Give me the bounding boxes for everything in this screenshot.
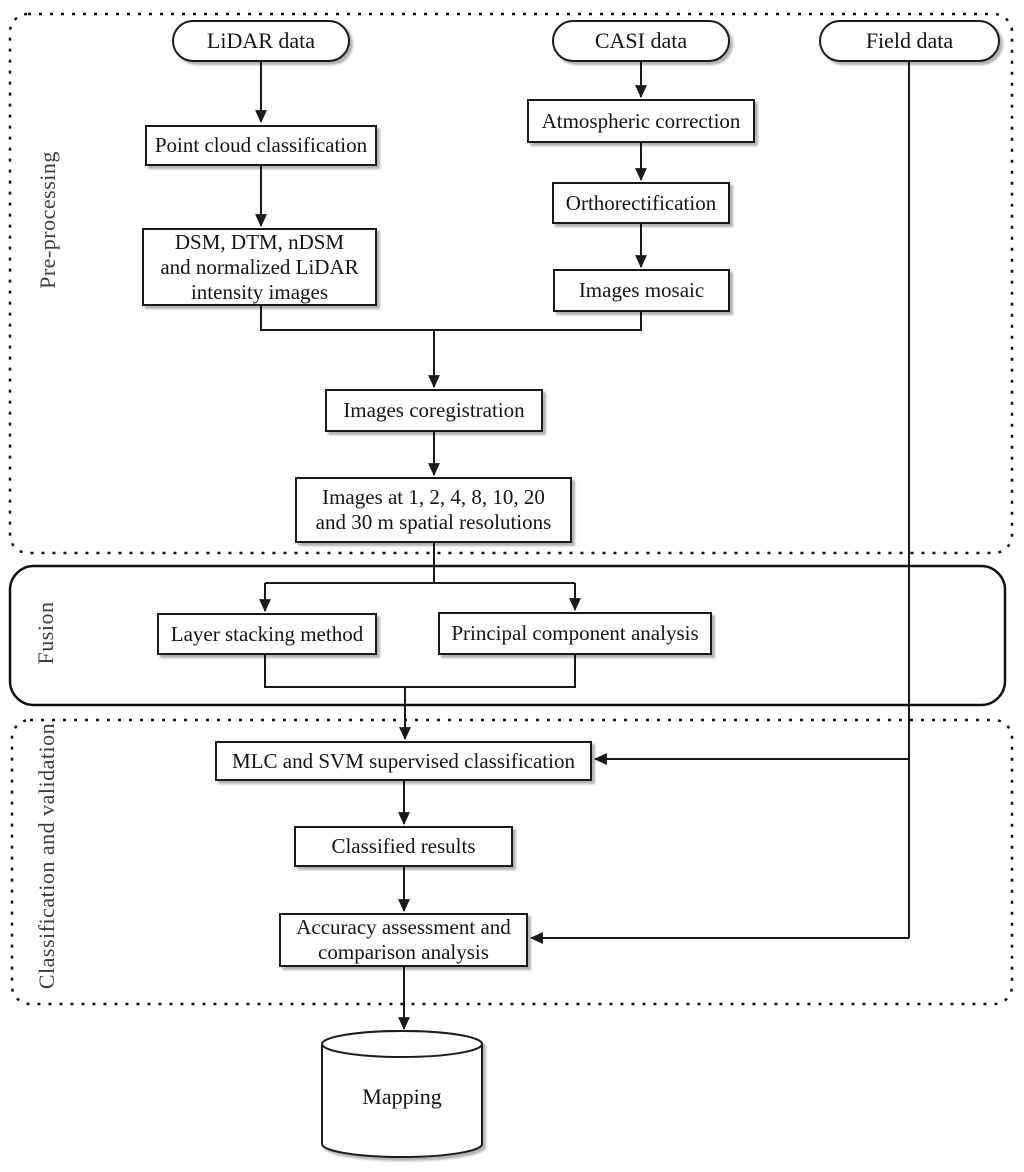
node-accuracy-assessment: Accuracy assessment and comparison analy…: [279, 913, 528, 967]
node-orthorectification: Orthorectification: [552, 182, 730, 224]
orthorectification-label: Orthorectification: [565, 190, 717, 215]
casi-data-label: CASI data: [594, 28, 688, 53]
node-principal-component-analysis: Principal component analysis: [438, 612, 712, 655]
classified-results-label: Classified results: [331, 834, 476, 858]
mapping-cylinder: [321, 1030, 483, 1158]
merge-dsm-mosaic: [260, 306, 642, 331]
classification-section-label: Classification and validation: [34, 722, 59, 990]
field-data-label: Field data: [865, 28, 954, 53]
node-atmospheric-correction: Atmospheric correction: [527, 99, 755, 143]
mosaic-label: Images mosaic: [578, 278, 705, 302]
node-classified-results: Classified results: [294, 826, 513, 867]
source-lidar-data: LiDAR data: [172, 20, 350, 62]
atmospheric-label: Atmospheric correction: [541, 108, 741, 133]
fusion-section-label: Fusion: [33, 601, 58, 665]
preprocessing-section-label: Pre-processing: [35, 151, 60, 289]
lidar-data-label: LiDAR data: [206, 28, 316, 53]
accuracy-label: Accuracy assessment and comparison analy…: [296, 915, 511, 964]
merge-fusion-outputs: [264, 655, 576, 688]
source-field-data: Field data: [819, 20, 1000, 62]
point-cloud-label: Point cloud classification: [154, 133, 368, 157]
node-mlc-svm-classification: MLC and SVM supervised classification: [215, 741, 592, 781]
node-dsm-dtm-ndsm: DSM, DTM, nDSM and normalized LiDAR inte…: [142, 228, 377, 306]
node-layer-stacking-method: Layer stacking method: [157, 613, 377, 655]
cylinder-top-ellipse: [321, 1030, 483, 1058]
node-point-cloud-classification: Point cloud classification: [145, 125, 377, 166]
coregistration-label: Images coregistration: [343, 398, 525, 422]
source-casi-data: CASI data: [552, 20, 730, 62]
node-images-coregistration: Images coregistration: [325, 389, 543, 432]
node-spatial-resolutions: Images at 1, 2, 4, 8, 10, 20 and 30 m sp…: [295, 477, 572, 543]
split-resolutions-to-fusion: [265, 543, 575, 584]
mapping-label: Mapping: [362, 1084, 442, 1109]
layer-stacking-label: Layer stacking method: [170, 621, 364, 646]
pca-label: Principal component analysis: [451, 621, 699, 645]
node-images-mosaic: Images mosaic: [553, 269, 730, 312]
classification-section-border: [10, 718, 1014, 1006]
resolutions-label: Images at 1, 2, 4, 8, 10, 20 and 30 m sp…: [315, 485, 552, 534]
mlc-svm-label: MLC and SVM supervised classification: [232, 748, 575, 773]
preprocessing-section-border: [8, 12, 1014, 555]
dsm-label: DSM, DTM, nDSM and normalized LiDAR inte…: [160, 229, 359, 304]
fusion-section-border: [8, 564, 1007, 707]
